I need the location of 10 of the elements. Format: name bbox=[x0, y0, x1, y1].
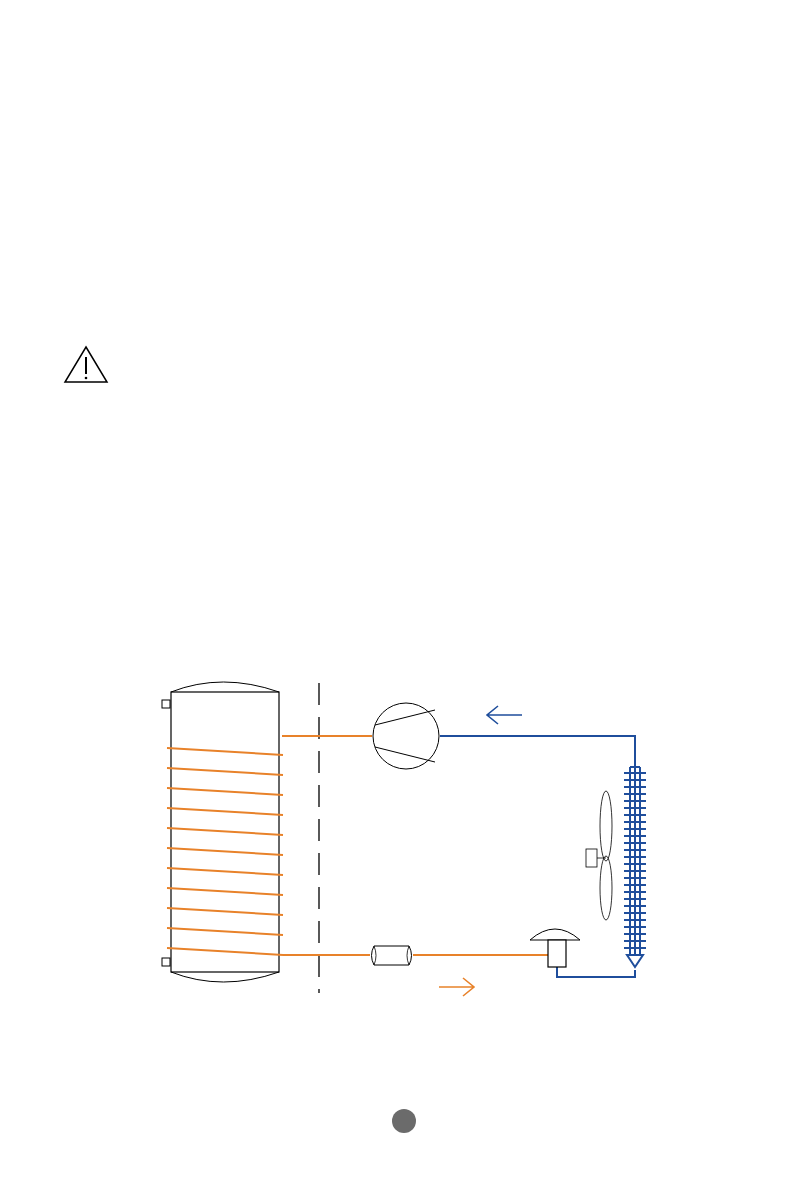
filter-drier-symbol bbox=[370, 945, 413, 966]
evaporator-coil bbox=[622, 765, 648, 971]
pipe-line bbox=[439, 735, 636, 768]
pipe-line bbox=[556, 966, 636, 978]
pipe-line bbox=[412, 954, 549, 956]
pipe-line bbox=[281, 735, 373, 737]
expansion-valve-symbol bbox=[529, 926, 581, 968]
water-tank bbox=[160, 678, 284, 986]
pipe-line bbox=[282, 954, 371, 956]
compressor-symbol bbox=[372, 702, 440, 770]
